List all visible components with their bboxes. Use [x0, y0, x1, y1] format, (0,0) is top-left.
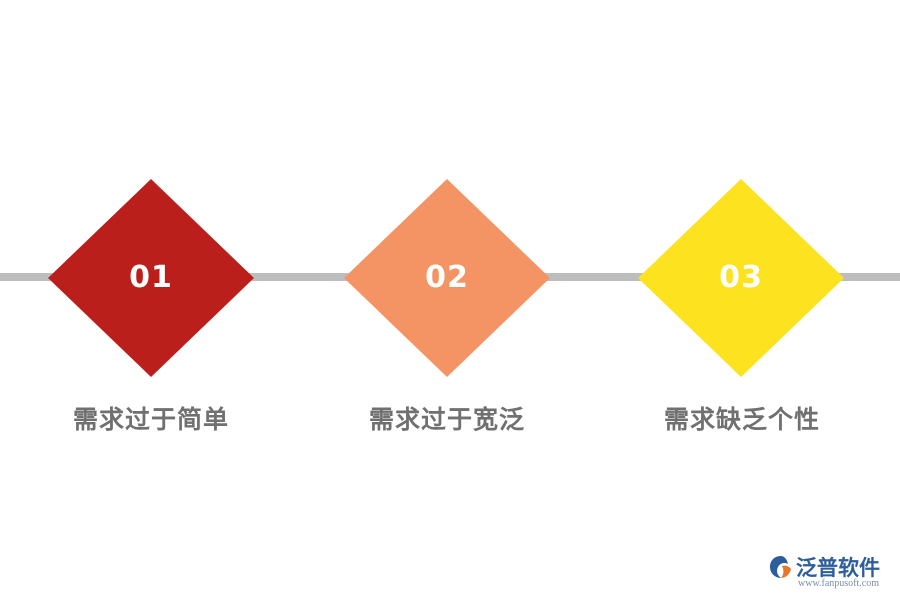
step-1-label: 需求过于简单 — [72, 405, 229, 434]
logo-name: 泛普软件 — [796, 556, 880, 580]
step-1: 01 — [48, 179, 254, 377]
brand-logo: 泛普软件 www.fanpusoft.com — [768, 552, 892, 592]
step-2: 02 — [344, 179, 550, 377]
step-3-label: 需求缺乏个性 — [663, 405, 820, 434]
fanpu-swirl-logo-icon — [770, 556, 791, 578]
step-3: 03 — [638, 179, 844, 377]
logo-url: www.fanpusoft.com — [798, 578, 880, 589]
step-2-label: 需求过于宽泛 — [368, 405, 525, 434]
step-2-number: 02 — [425, 260, 469, 295]
step-1-number: 01 — [129, 260, 173, 295]
step-3-number: 03 — [719, 260, 763, 295]
